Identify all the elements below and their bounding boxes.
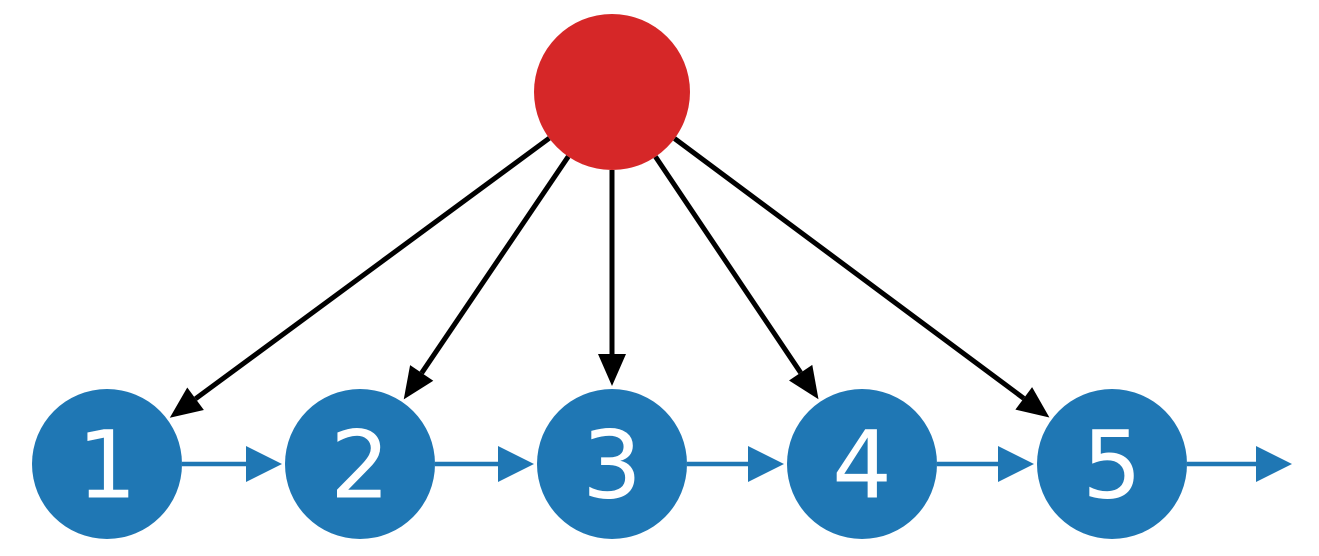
node-label-3: 3 bbox=[582, 411, 642, 520]
graph-node-1 bbox=[32, 389, 182, 539]
edge-hub-to-1 bbox=[169, 136, 551, 418]
hub-node bbox=[534, 14, 690, 170]
arrowhead bbox=[498, 446, 534, 482]
arrowhead bbox=[789, 364, 819, 400]
edge-1-to-2 bbox=[182, 446, 282, 482]
edge-4-to-5 bbox=[937, 446, 1034, 482]
arrowhead bbox=[748, 446, 784, 482]
graph-node-5 bbox=[1037, 389, 1187, 539]
edge-hub-to-4 bbox=[653, 155, 819, 400]
node-label-2: 2 bbox=[330, 411, 390, 520]
edge-hub-to-2 bbox=[403, 155, 571, 400]
graph-node-3 bbox=[537, 389, 687, 539]
arrowhead bbox=[403, 365, 434, 400]
edge-shaft bbox=[673, 136, 1026, 401]
edge-shaft bbox=[419, 155, 571, 375]
edge-hub-to-5 bbox=[673, 136, 1050, 418]
arrowhead bbox=[169, 387, 204, 418]
graph-node-4 bbox=[787, 389, 937, 539]
edge-exit bbox=[1187, 446, 1292, 482]
arrowhead bbox=[246, 446, 282, 482]
node-label-4: 4 bbox=[832, 411, 892, 520]
edge-3-to-4 bbox=[687, 446, 784, 482]
edge-shaft bbox=[653, 155, 803, 375]
edges-layer bbox=[169, 136, 1292, 482]
graph-node-2 bbox=[285, 389, 435, 539]
nodes-layer bbox=[32, 14, 1187, 539]
edge-2-to-3 bbox=[435, 446, 534, 482]
node-label-5: 5 bbox=[1082, 411, 1142, 520]
edge-shaft bbox=[194, 136, 551, 401]
arrowhead bbox=[1015, 387, 1050, 418]
labels-layer: 1 2 3 4 5 bbox=[77, 411, 1142, 520]
arrowhead bbox=[1256, 446, 1292, 482]
arrowhead bbox=[998, 446, 1034, 482]
arrowhead bbox=[598, 354, 626, 386]
node-label-1: 1 bbox=[77, 411, 137, 520]
edge-hub-to-3 bbox=[598, 170, 626, 386]
